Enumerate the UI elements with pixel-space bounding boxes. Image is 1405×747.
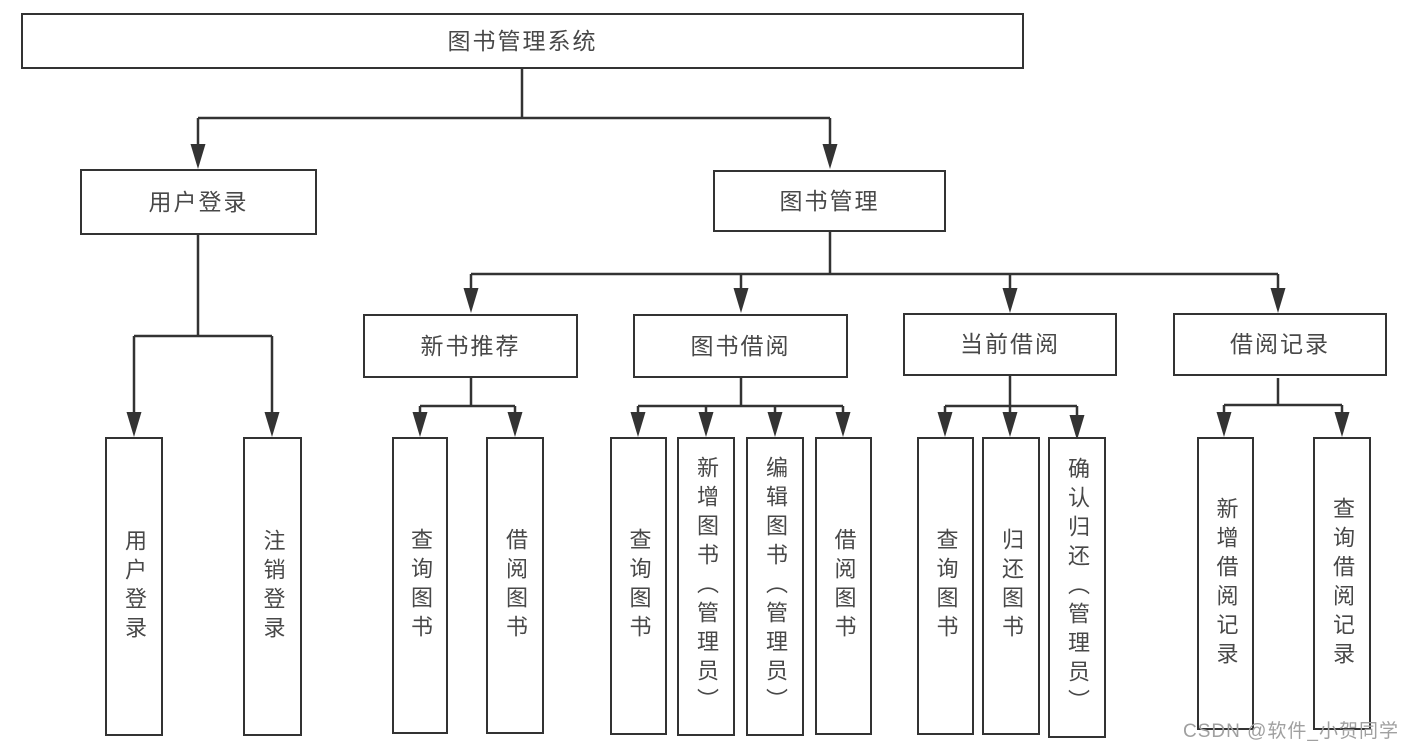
connector-book-mgmt-to-level3 — [469, 232, 1280, 290]
arrowhead — [835, 412, 851, 437]
arrowhead — [1002, 288, 1018, 313]
arrowhead — [264, 412, 280, 437]
leaf-query-borrow-record: 查询借阅记录 — [1313, 437, 1371, 730]
node-book-management: 图书管理 — [713, 170, 946, 232]
leaf-borrow-books-recommend: 借阅图书 — [486, 437, 544, 734]
arrowhead — [507, 412, 523, 437]
node-current-borrowing-label: 当前借阅 — [960, 331, 1060, 357]
node-current-borrowing: 当前借阅 — [903, 313, 1117, 376]
node-user-login: 用户登录 — [80, 169, 317, 235]
arrowhead — [630, 412, 646, 437]
leaf-edit-book-admin: 编辑图书（管理员） — [746, 437, 804, 736]
leaf-query-books-borrowing-label: 查询图书 — [626, 528, 652, 644]
leaf-query-borrow-record-label: 查询借阅记录 — [1330, 496, 1355, 671]
connector-current-borrow-to-leaves — [943, 376, 1079, 416]
leaf-return-book-label: 归还图书 — [999, 528, 1024, 644]
connector-new-book-to-leaves — [418, 378, 517, 414]
arrowhead — [1216, 412, 1232, 437]
arrowhead — [126, 412, 142, 437]
leaf-query-books-current: 查询图书 — [917, 437, 974, 735]
csdn-watermark: CSDN @软件_小贺同学 — [1183, 721, 1399, 742]
leaf-user-login-label: 用户登录 — [122, 528, 147, 645]
leaf-query-books-current-label: 查询图书 — [933, 528, 959, 644]
leaf-query-books-borrowing: 查询图书 — [610, 437, 667, 735]
arrowhead — [822, 144, 838, 169]
arrowhead — [937, 412, 953, 437]
node-borrowing-records: 借阅记录 — [1173, 313, 1387, 376]
arrowhead — [1270, 288, 1286, 313]
arrowhead — [463, 288, 479, 313]
leaf-user-login: 用户登录 — [105, 437, 163, 736]
connector-user-login-to-leaves — [132, 235, 274, 414]
leaf-edit-book-admin-label: 编辑图书（管理员） — [763, 456, 788, 717]
arrowhead — [1069, 415, 1085, 440]
node-new-book-recommend: 新书推荐 — [363, 314, 578, 378]
leaf-add-borrow-record-label: 新增借阅记录 — [1213, 496, 1239, 671]
leaf-logout: 注销登录 — [243, 437, 302, 736]
leaf-query-books-recommend-label: 查询图书 — [408, 527, 433, 644]
arrowhead — [190, 144, 206, 169]
arrowhead — [1334, 412, 1350, 437]
leaf-return-book: 归还图书 — [982, 437, 1040, 735]
leaf-borrow-books-borrowing-label: 借阅图书 — [831, 528, 857, 644]
node-library-system-label: 图书管理系统 — [447, 27, 598, 54]
leaf-logout-label: 注销登录 — [260, 528, 286, 645]
node-new-book-recommend-label: 新书推荐 — [420, 332, 521, 359]
connector-root-to-level2 — [196, 69, 832, 146]
node-user-login-label: 用户登录 — [148, 188, 249, 215]
leaf-confirm-return-admin: 确认归还（管理员） — [1048, 437, 1106, 738]
connector-book-borrow-to-leaves — [636, 378, 845, 414]
arrowhead — [1002, 412, 1018, 437]
leaf-confirm-return-admin-label: 确认归还（管理员） — [1065, 457, 1090, 718]
node-book-borrowing: 图书借阅 — [633, 314, 848, 378]
node-borrowing-records-label: 借阅记录 — [1230, 331, 1330, 357]
leaf-borrow-books-recommend-label: 借阅图书 — [503, 527, 528, 644]
arrowhead — [733, 288, 749, 313]
node-book-management-label: 图书管理 — [779, 187, 880, 214]
arrowhead — [767, 412, 783, 437]
arrowhead — [412, 412, 428, 437]
leaf-query-books-recommend: 查询图书 — [392, 437, 448, 734]
arrowhead — [698, 412, 714, 437]
leaf-borrow-books-borrowing: 借阅图书 — [815, 437, 872, 735]
node-book-borrowing-label: 图书借阅 — [690, 332, 791, 359]
node-library-system: 图书管理系统 — [21, 13, 1024, 69]
leaf-add-borrow-record: 新增借阅记录 — [1197, 437, 1254, 730]
leaf-add-book-admin: 新增图书（管理员） — [677, 437, 735, 736]
connector-borrow-record-to-leaves — [1222, 378, 1344, 414]
leaf-add-book-admin-label: 新增图书（管理员） — [694, 456, 719, 717]
